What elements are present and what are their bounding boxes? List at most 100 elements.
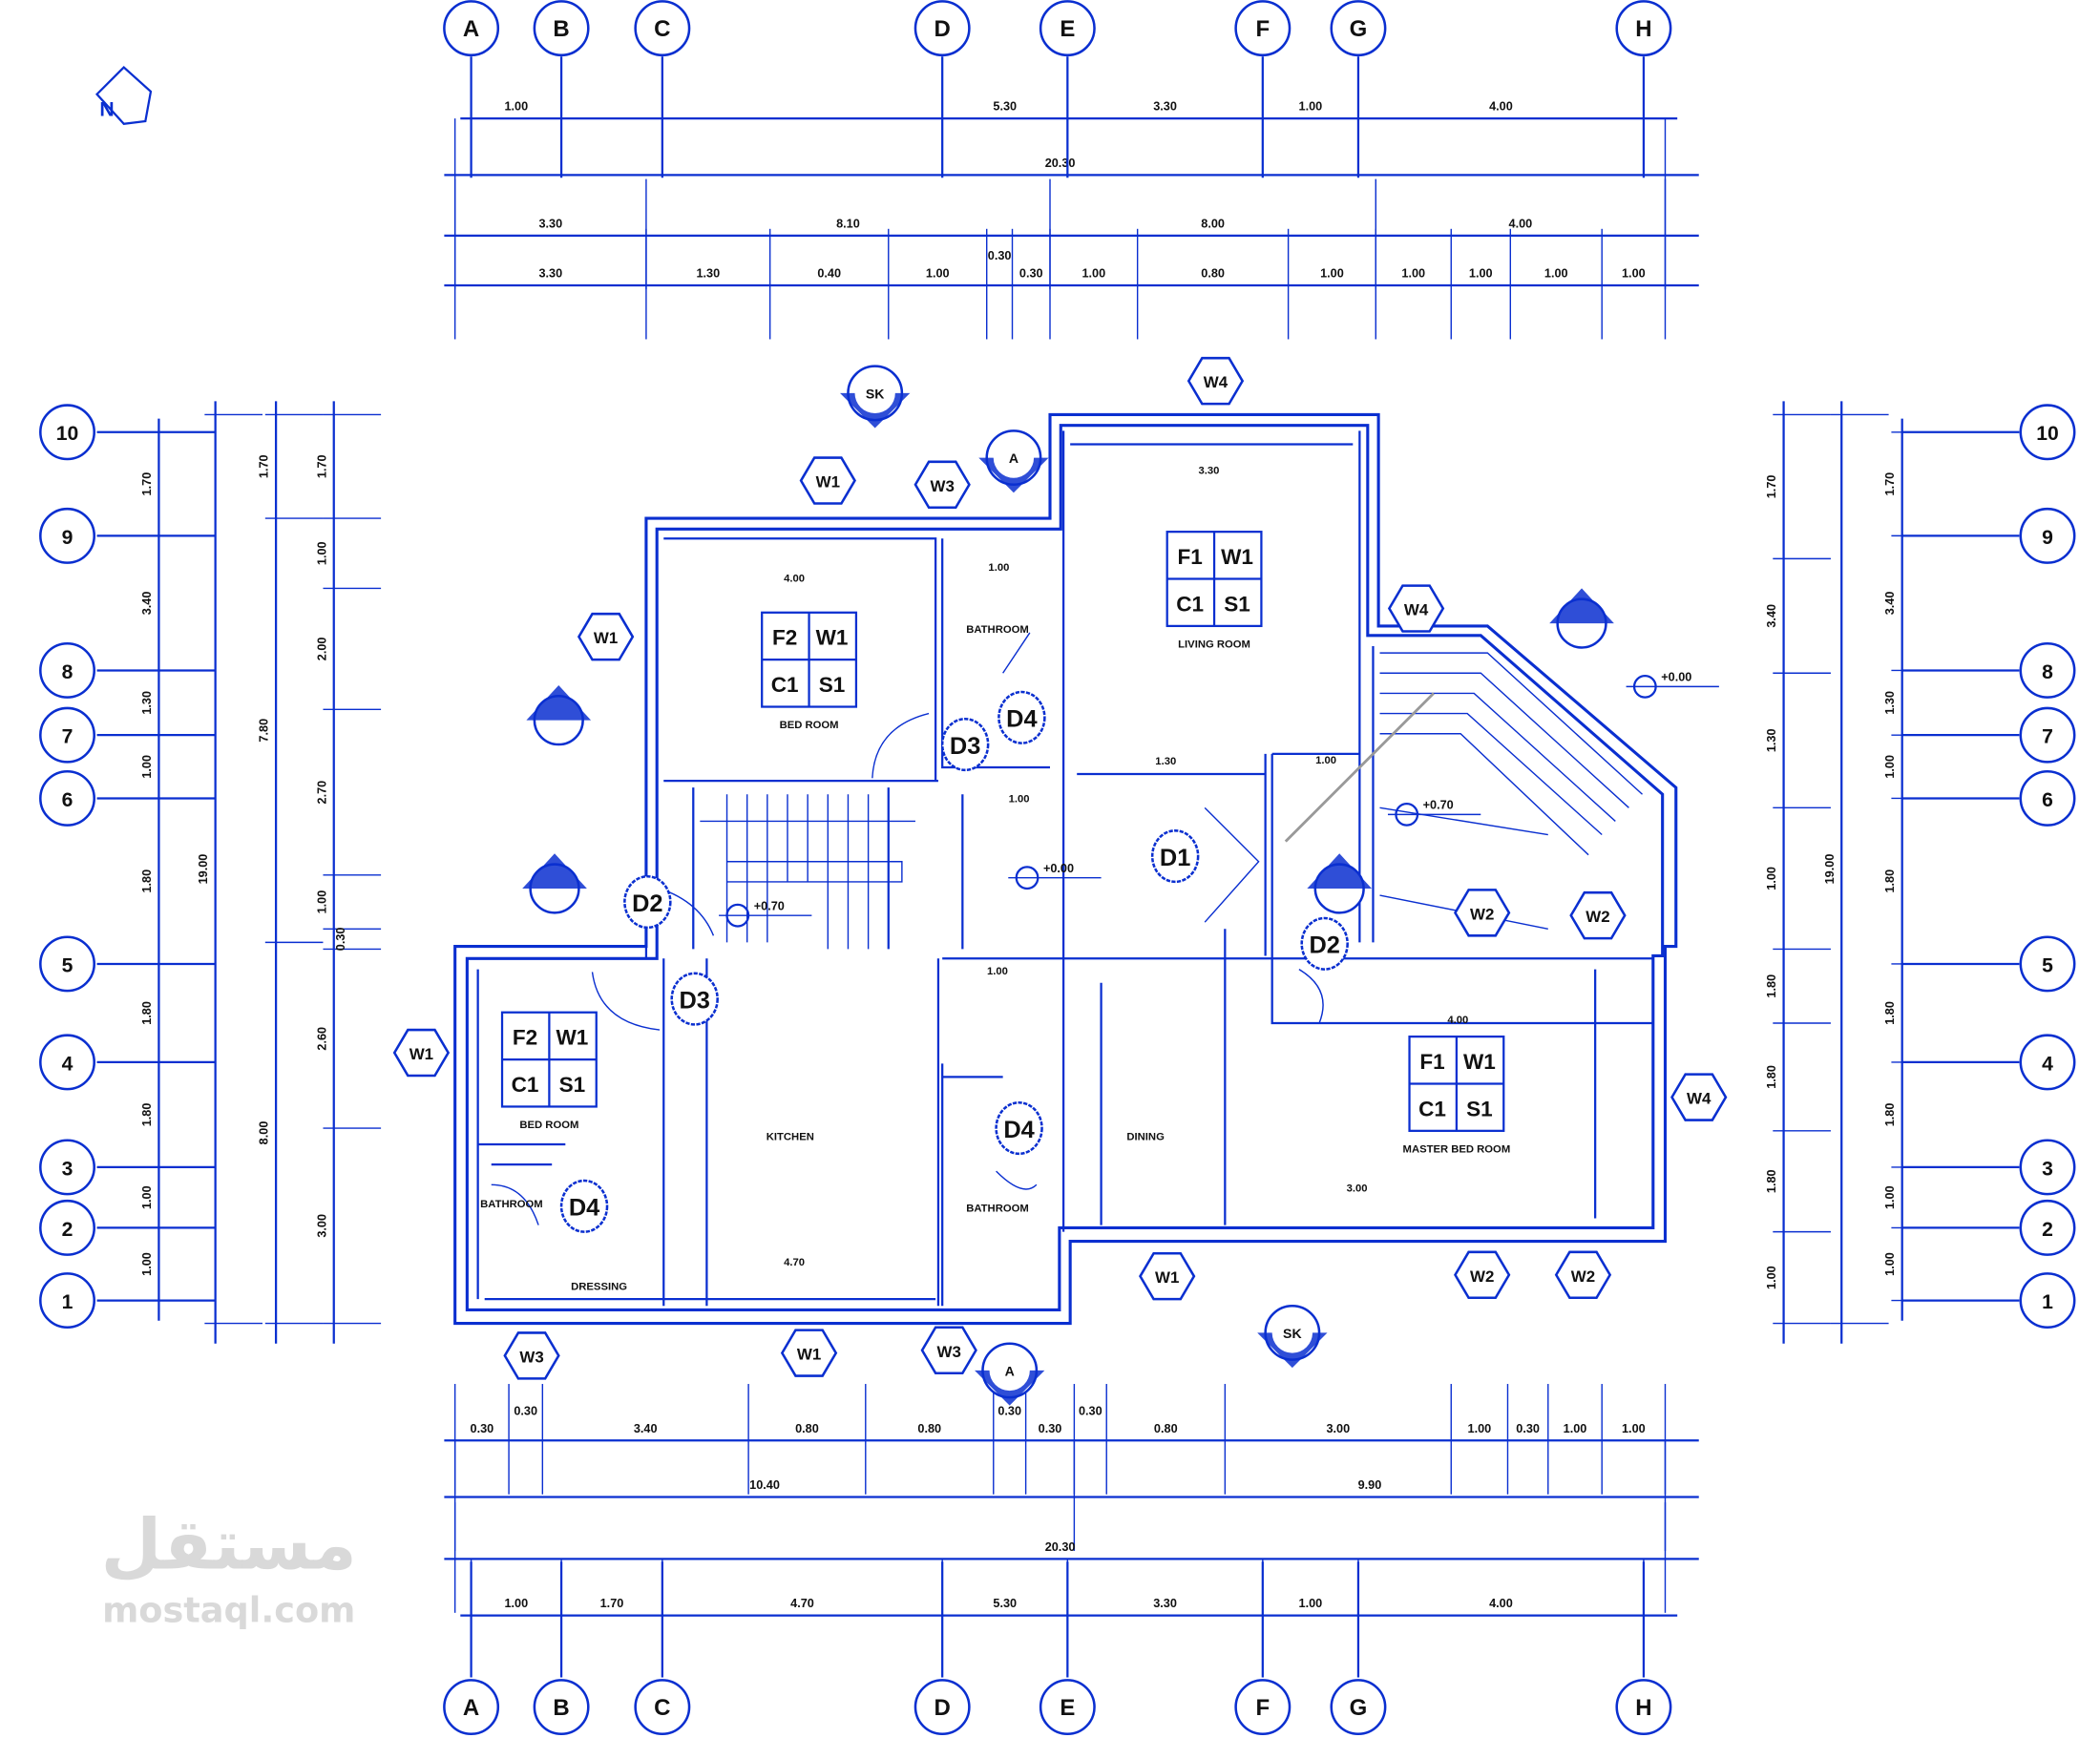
- watermark-arabic: مستقل: [101, 1504, 357, 1585]
- room-tag-W1: W1: [1221, 545, 1253, 569]
- left-dim-3-label: 1.00: [315, 541, 328, 565]
- interior-dimension: 3.00: [1347, 1183, 1368, 1194]
- section-marker-inner: [989, 1350, 1030, 1392]
- left-dim-1-label: 1.30: [140, 691, 154, 715]
- elevation-marker-arrow-icon: [526, 684, 592, 721]
- door-tag-circle: [998, 690, 1046, 744]
- grid-bubble-F: [1234, 1679, 1292, 1736]
- window-tag-W1: W1: [1155, 1268, 1179, 1287]
- grid-bubble-C: [634, 0, 691, 57]
- left-dim-1-label: 1.00: [140, 1252, 154, 1276]
- grid-label-9: 9: [2042, 527, 2053, 549]
- door-tag-D2: D2: [1309, 932, 1339, 959]
- grid-bubble-1: [39, 1272, 95, 1330]
- elevation-marker-arrow-icon: [522, 853, 587, 889]
- window-tag-hexagon: [1554, 1250, 1612, 1300]
- grid-label-10: 10: [56, 423, 79, 445]
- window-tag-hexagon: [503, 1331, 560, 1380]
- room-name: BED ROOM: [780, 720, 839, 731]
- bottom-dim-1-label: 0.30: [1516, 1422, 1540, 1435]
- room-tag-S1: S1: [819, 673, 846, 697]
- room-name: BED ROOM: [519, 1120, 578, 1131]
- left-dim-3-label: 1.70: [315, 454, 328, 478]
- window-tag-hexagon: [1139, 1251, 1196, 1301]
- grid-label-4: 4: [62, 1053, 74, 1075]
- bottom-dim-1-label: 1.00: [1622, 1422, 1646, 1435]
- left-dim-1-label: 1.80: [140, 1103, 154, 1127]
- room-name: BATHROOM: [966, 1203, 1028, 1214]
- section-marker-inner: [993, 437, 1035, 478]
- grid-label-C: C: [654, 16, 670, 42]
- grid-bubble-G: [1330, 1679, 1387, 1736]
- grid-bubble-7: [39, 706, 95, 764]
- door-tag-circle: [670, 972, 719, 1026]
- right-dim-2-label: 3.40: [1883, 592, 1897, 616]
- grid-label-A: A: [463, 1695, 479, 1721]
- bottom-dim-3-label: 1.00: [1299, 1597, 1323, 1610]
- top-dim-1-label: 1.00: [504, 100, 528, 114]
- right-dim-1-label: 1.80: [1765, 1065, 1778, 1089]
- level-value: +0.00: [1043, 862, 1074, 875]
- grid-bubble-9: [2019, 507, 2076, 564]
- right-dim-1-label: 3.40: [1765, 604, 1778, 628]
- level-value: +0.70: [1423, 799, 1454, 812]
- interior-dimension: 1.00: [988, 562, 1009, 574]
- window-tag-hexagon: [1569, 890, 1627, 940]
- grid-label-9: 9: [62, 527, 74, 549]
- room-name: LIVING ROOM: [1178, 639, 1250, 650]
- right-dim-total-label: 19.00: [1823, 854, 1837, 885]
- section-marker-inner: [854, 372, 895, 414]
- grid-bubble-F: [1234, 0, 1292, 57]
- room-tag-W1: W1: [816, 626, 849, 650]
- bottom-dim-total-label: 20.30: [1045, 1540, 1076, 1554]
- room-tag-C1: C1: [1418, 1097, 1446, 1120]
- section-marker-inner: [1271, 1312, 1312, 1353]
- bottom-dim-3-label: 1.00: [504, 1597, 528, 1610]
- left-dim-3-label: 2.70: [315, 781, 328, 805]
- top-dim-3-label: 0.30: [988, 249, 1012, 262]
- room-tag-C1: C1: [771, 673, 799, 697]
- interior-dimension: 1.00: [987, 966, 1008, 977]
- grid-label-6: 6: [62, 789, 74, 811]
- top-dim-3-label: 1.00: [1469, 267, 1493, 281]
- interior-dimension: 4.70: [784, 1257, 805, 1268]
- top-dim-2-label: 3.30: [538, 217, 562, 230]
- room-name: DRESSING: [571, 1281, 627, 1292]
- grid-label-C: C: [654, 1695, 670, 1721]
- top-dim-2-label: 8.10: [836, 217, 860, 230]
- right-dim-2-label: 1.00: [1883, 1185, 1897, 1209]
- bottom-dim-1-label: 0.30: [1039, 1422, 1062, 1435]
- interior-walls: [476, 430, 1653, 1307]
- level-value: +0.70: [754, 900, 785, 913]
- door-tag-D3: D3: [950, 733, 980, 760]
- room-name: BATHROOM: [480, 1199, 542, 1210]
- door-tag-circle: [1300, 916, 1349, 971]
- grid-label-1: 1: [62, 1291, 74, 1313]
- grid-bubble-4: [2019, 1034, 2076, 1091]
- bottom-dim-1-label: 0.80: [795, 1422, 819, 1435]
- grid-label-H: H: [1635, 16, 1651, 42]
- right-dim-2-label: 1.70: [1883, 472, 1897, 496]
- window-tag-W3: W3: [937, 1343, 961, 1361]
- bottom-dim-1-label: 3.40: [634, 1422, 658, 1435]
- bottom-dim-3-label: 4.00: [1489, 1597, 1513, 1610]
- grid-bubble-A: [443, 0, 500, 57]
- watermark-latin: mostaql.com: [102, 1590, 355, 1631]
- window-tag-hexagon: [577, 612, 635, 661]
- top-dim-3-label: 0.30: [1019, 267, 1043, 281]
- north-label: N: [99, 98, 114, 120]
- door-tag-D2: D2: [632, 890, 662, 917]
- grid-label-3: 3: [2042, 1158, 2053, 1180]
- grid-bubble-D: [914, 1679, 971, 1736]
- top-dim-3-label: 1.00: [926, 267, 950, 281]
- walls: [453, 412, 1678, 1326]
- bottom-dim-1-label: 0.30: [514, 1404, 537, 1417]
- window-tag-W1: W1: [594, 629, 618, 647]
- room-tag-S1: S1: [1466, 1097, 1493, 1120]
- right-dim-1-label: 1.80: [1765, 974, 1778, 998]
- top-dim-1-label: 3.30: [1153, 100, 1177, 114]
- left-dim-total-label: 19.00: [197, 854, 210, 885]
